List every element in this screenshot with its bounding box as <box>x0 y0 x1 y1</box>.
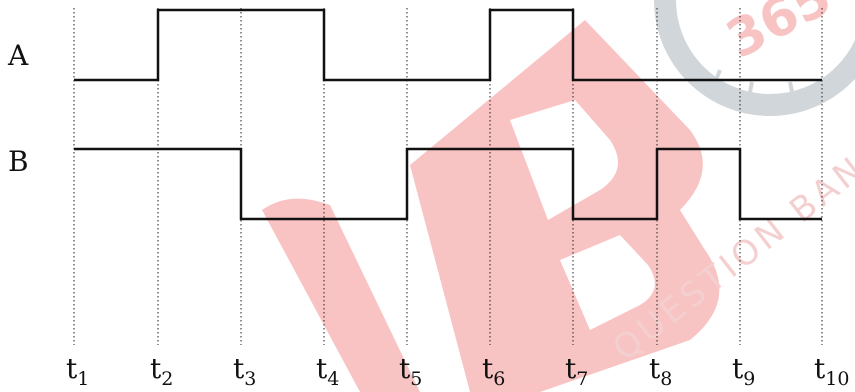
signal-label-a: A <box>7 39 29 72</box>
time-label-t7: t7 <box>565 352 588 390</box>
waveform-b <box>74 147 822 221</box>
time-label-t10: t10 <box>814 352 849 390</box>
waveforms <box>74 8 822 221</box>
qb-logo-icon <box>262 20 720 392</box>
badge-text: 365 <box>717 0 841 71</box>
signal-label-b: B <box>8 145 29 178</box>
time-label-t8: t8 <box>649 352 672 390</box>
time-label-t6: t6 <box>482 352 505 390</box>
time-labels: t1 t2 t3 t4 t5 t6 t7 t8 t9 t10 <box>66 352 849 390</box>
time-label-t9: t9 <box>732 352 755 390</box>
clock-badge-icon <box>654 0 855 116</box>
waveform-a <box>74 8 822 82</box>
time-label-t3: t3 <box>233 352 256 390</box>
time-label-t5: t5 <box>399 352 422 390</box>
time-label-t1: t1 <box>66 352 89 390</box>
qb365-watermark: 365 QUESTION BANK <box>262 0 855 392</box>
time-label-t4: t4 <box>316 352 339 390</box>
time-label-t2: t2 <box>150 352 173 390</box>
